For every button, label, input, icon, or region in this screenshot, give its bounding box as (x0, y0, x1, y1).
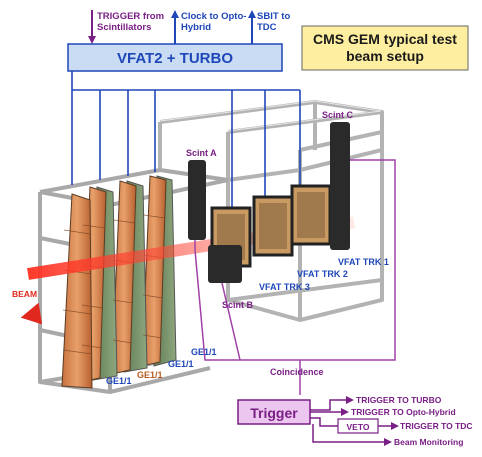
ge11-label-4: GE1/1 (106, 376, 132, 386)
readout-box (67, 43, 283, 72)
title: CMS GEM typical test beam setup (313, 30, 457, 65)
scint-a-label: Scint A (186, 148, 217, 158)
output-opto-hybrid: TRIGGER TO Opto-Hybrid (351, 407, 456, 417)
trk2-label: VFAT TRK 2 (297, 269, 348, 279)
coincidence-lines (194, 159, 396, 395)
output-turbo: TRIGGER TO TURBO (356, 395, 442, 405)
trigger-in-label: TRIGGER from Scintillators (97, 11, 165, 33)
veto-box (337, 418, 379, 434)
readout-lines (71, 71, 301, 208)
trk1-label: VFAT TRK 1 (338, 257, 389, 267)
clock-label: Clock to Opto-Hybrid (181, 11, 247, 33)
scintillators (188, 122, 350, 283)
scint-c-label: Scint C (322, 110, 354, 120)
ge11-label-2: GE1/1 (168, 359, 194, 369)
trigger-box (237, 399, 311, 425)
output-beam-monitoring: Beam Monitoring (394, 437, 464, 447)
trigger-outputs (310, 396, 399, 446)
trk3-label: VFAT TRK 3 (259, 282, 310, 292)
output-tdc: TRIGGER TO TDC (400, 421, 473, 431)
veto-label: VETO (346, 421, 370, 432)
beam-label: BEAM (12, 289, 38, 299)
tracking-chambers (210, 184, 332, 268)
readout-box-label: VFAT2 + TURBO (117, 49, 233, 67)
title-box (301, 25, 469, 71)
beam-arrowhead (20, 302, 43, 325)
ge11-label-3: GE1/1 (137, 370, 163, 380)
sbit-label: SBIT to TDC (257, 11, 291, 33)
trigger-box-label: Trigger (250, 404, 298, 421)
coincidence-label: Coincidence (270, 367, 324, 377)
ge11-label-1: GE1/1 (191, 347, 217, 357)
ge11-chambers (61, 175, 177, 389)
scint-b-label: Scint B (222, 300, 254, 310)
